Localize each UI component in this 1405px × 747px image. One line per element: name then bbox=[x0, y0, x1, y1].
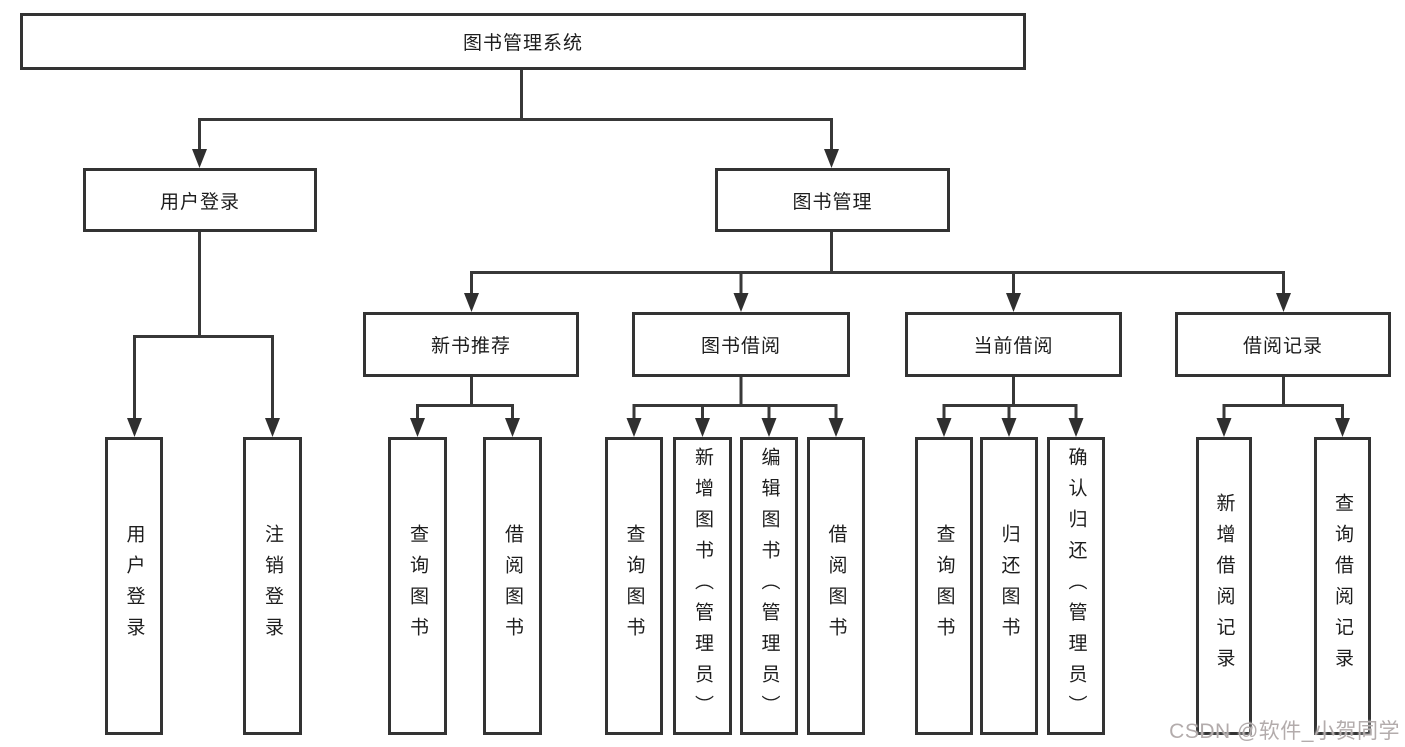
leaf-label: 新增图书（管理员） bbox=[692, 446, 713, 726]
leaf-label: 查询借阅记录 bbox=[1332, 493, 1353, 679]
leaf-label: 新增借阅记录 bbox=[1213, 493, 1235, 679]
node-borrowing-records: 借阅记录 bbox=[1175, 312, 1391, 377]
node-label: 当前借阅 bbox=[973, 336, 1054, 357]
leaf-edit-books-admin: 编辑图书（管理员） bbox=[740, 437, 798, 735]
leaf-label: 归还图书 bbox=[998, 524, 1020, 648]
leaf-label: 用户登录 bbox=[123, 524, 145, 648]
node-label: 借阅记录 bbox=[1242, 336, 1323, 357]
leaf-label: 查询图书 bbox=[407, 524, 428, 648]
node-book-borrowing: 图书借阅 bbox=[632, 312, 850, 377]
leaf-label: 注销登录 bbox=[262, 524, 283, 648]
leaf-query-books-recommend: 查询图书 bbox=[388, 437, 447, 735]
leaf-label: 借阅图书 bbox=[502, 524, 523, 648]
leaf-label: 编辑图书（管理员） bbox=[758, 446, 780, 726]
node-user-login: 用户登录 bbox=[83, 168, 317, 232]
leaf-user-login: 用户登录 bbox=[105, 437, 163, 735]
csdn-watermark: CSDN @软件_小贺同学 bbox=[1169, 720, 1400, 743]
leaf-query-books-current: 查询图书 bbox=[915, 437, 973, 735]
node-label: 新书推荐 bbox=[430, 336, 511, 357]
leaf-label: 查询图书 bbox=[623, 524, 645, 648]
node-label: 图书管理 bbox=[792, 191, 873, 213]
leaf-label: 借阅图书 bbox=[825, 524, 847, 648]
leaf-query-books-borrow: 查询图书 bbox=[605, 437, 663, 735]
leaf-borrow-books: 借阅图书 bbox=[807, 437, 865, 735]
node-book-management: 图书管理 bbox=[715, 168, 950, 232]
leaf-logout: 注销登录 bbox=[243, 437, 302, 735]
node-new-book-recommendation: 新书推荐 bbox=[363, 312, 579, 377]
leaf-confirm-return-admin: 确认归还（管理员） bbox=[1047, 437, 1105, 735]
leaf-add-borrow-record: 新增借阅记录 bbox=[1196, 437, 1252, 735]
leaf-add-books-admin: 新增图书（管理员） bbox=[673, 437, 732, 735]
node-current-borrowing: 当前借阅 bbox=[905, 312, 1122, 377]
node-library-management-system: 图书管理系统 bbox=[20, 13, 1026, 70]
leaf-query-borrow-record: 查询借阅记录 bbox=[1314, 437, 1371, 735]
leaf-borrow-books-recommend: 借阅图书 bbox=[483, 437, 542, 735]
leaf-label: 查询图书 bbox=[933, 524, 955, 648]
node-label: 用户登录 bbox=[159, 191, 240, 213]
node-label: 图书借阅 bbox=[700, 336, 781, 357]
leaf-return-books: 归还图书 bbox=[980, 437, 1038, 735]
leaf-label: 确认归还（管理员） bbox=[1065, 446, 1087, 726]
node-label: 图书管理系统 bbox=[462, 33, 583, 54]
